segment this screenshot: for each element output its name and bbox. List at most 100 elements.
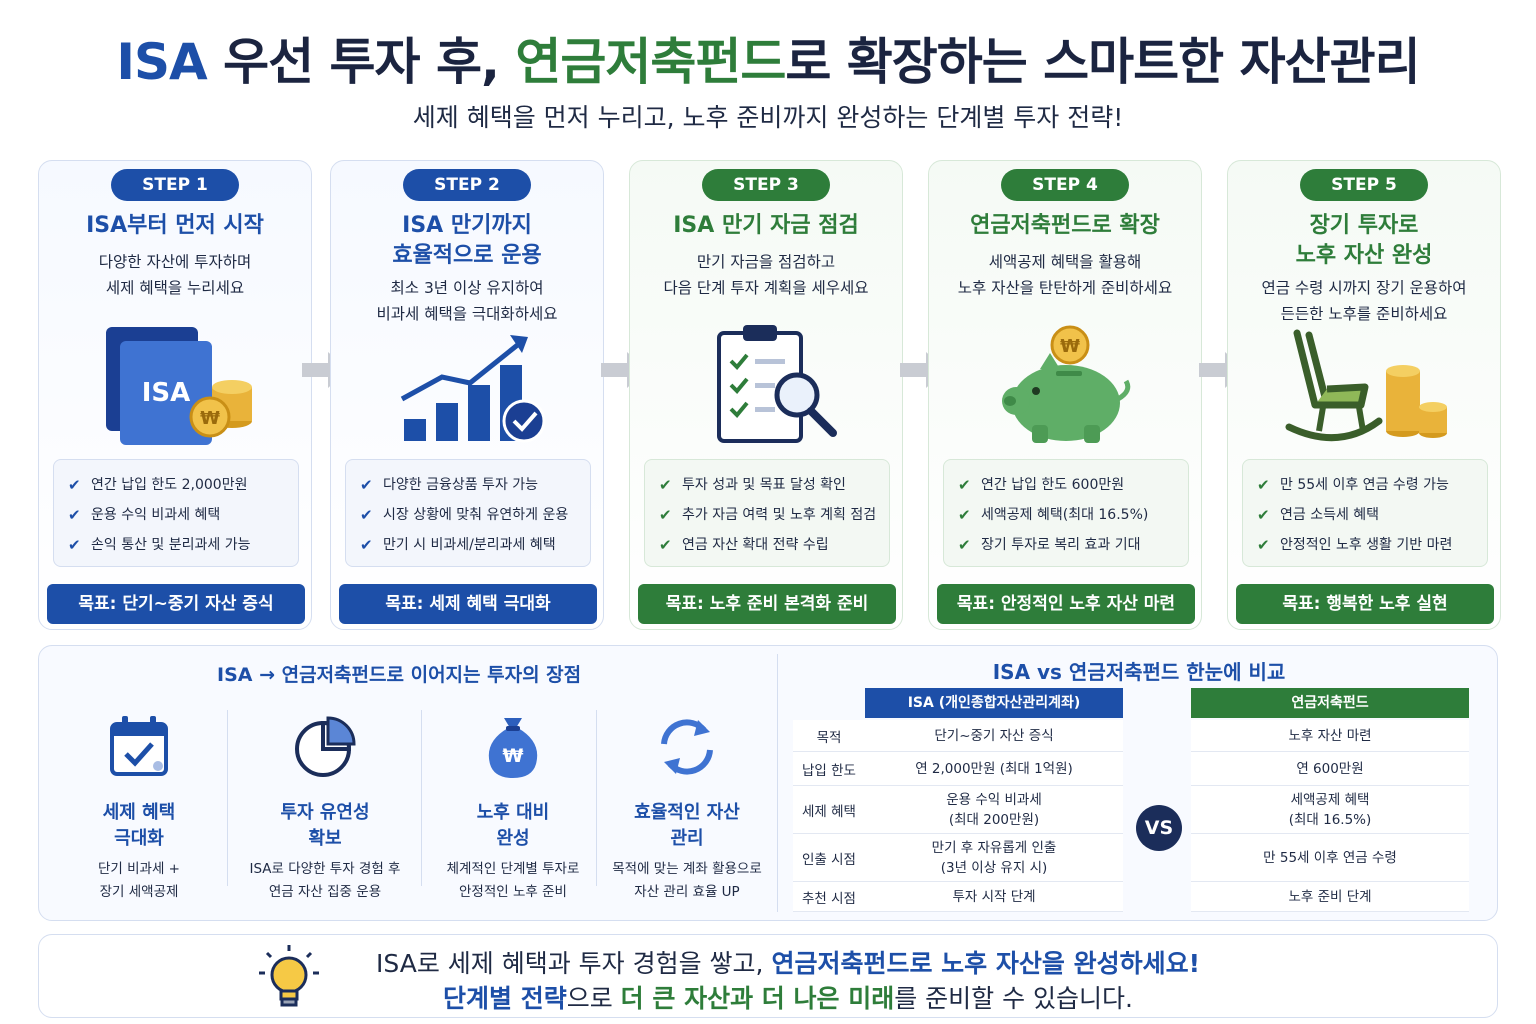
check-list: ✔연간 납입 한도 2,000만원 ✔운용 수익 비과세 혜택 ✔손익 통산 및…: [53, 459, 299, 567]
advantage-description: 단기 비과세 +장기 세액공제: [98, 861, 180, 900]
row-label: 인출 시점: [793, 834, 865, 882]
check-icon: ✔: [1257, 536, 1270, 554]
step-label: STEP 5: [1300, 169, 1428, 201]
step-goal: 목표: 세제 혜택 극대화: [339, 584, 597, 624]
isa-cell: 연 2,000만원 (최대 1억원): [865, 752, 1123, 786]
won-symbol: ₩: [503, 745, 524, 767]
check-icon: ✔: [1257, 506, 1270, 524]
clipboard-magnifier-icon: [717, 325, 837, 443]
check-icon: ✔: [360, 506, 373, 524]
piggy-bank-icon: ₩: [1002, 325, 1131, 443]
check-item: ✔다양한 금융상품 투자 가능: [360, 470, 590, 500]
check-icon: ✔: [68, 476, 81, 494]
calendar-check-icon: [110, 716, 168, 776]
check-item: ✔손익 통산 및 분리과세 가능: [68, 530, 298, 560]
check-item: ✔투자 성과 및 목표 달성 확인: [659, 470, 889, 500]
step-title: ISA부터 먼저 시작: [86, 213, 264, 238]
check-item: ✔연간 납입 한도 600만원: [958, 470, 1188, 500]
pension-cell: 만 55세 이후 연금 수령: [1191, 834, 1469, 882]
pie-chart-icon: [295, 716, 356, 777]
won-coin-symbol: ₩: [1060, 336, 1080, 357]
isa-cell: 운용 수익 비과세(최대 200만원): [865, 786, 1123, 834]
check-icon: ✔: [68, 536, 81, 554]
check-item: ✔만 55세 이후 연금 수령 가능: [1257, 470, 1487, 500]
check-item: ✔안정적인 노후 생활 기반 마련: [1257, 530, 1487, 560]
row-label: 목적: [793, 720, 865, 752]
row-label: 추천 시점: [793, 882, 865, 912]
column-divider: [421, 710, 422, 886]
check-item: ✔연간 납입 한도 2,000만원: [68, 470, 298, 500]
step-goal: 목표: 단기~중기 자산 증식: [47, 584, 305, 624]
check-icon: ✔: [958, 506, 971, 524]
check-icon: ✔: [958, 536, 971, 554]
check-list: ✔연간 납입 한도 600만원 ✔세액공제 혜택(최대 16.5%) ✔장기 투…: [943, 459, 1189, 567]
pension-cell: 노후 자산 마련: [1191, 720, 1469, 752]
step-title: 연금저축펀드로 확장: [970, 213, 1160, 238]
isa-card-text: ISA: [142, 378, 191, 408]
pension-column-header: 연금저축펀드: [1191, 688, 1469, 718]
growth-chart-icon: [400, 335, 546, 443]
check-list: ✔다양한 금융상품 투자 가능 ✔시장 상황에 맞춰 유연하게 운용 ✔만기 시…: [345, 459, 591, 567]
check-item: ✔만기 시 비과세/분리과세 혜택: [360, 530, 590, 560]
vs-badge: VS: [1136, 805, 1182, 851]
check-item: ✔운용 수익 비과세 혜택: [68, 500, 298, 530]
check-item: ✔연금 소득세 혜택: [1257, 500, 1487, 530]
cycle-arrows-icon: [661, 719, 713, 775]
check-icon: ✔: [360, 536, 373, 554]
isa-cell: 단기~중기 자산 증식: [865, 720, 1123, 752]
money-bag-icon: ₩: [488, 718, 538, 778]
isa-column-header: ISA (개인종합자산관리계좌): [865, 688, 1123, 718]
check-icon: ✔: [659, 536, 672, 554]
step-goal: 목표: 행복한 노후 실현: [1236, 584, 1494, 624]
check-icon: ✔: [659, 476, 672, 494]
step-goal: 목표: 안정적인 노후 자산 마련: [937, 584, 1195, 624]
check-icon: ✔: [360, 476, 373, 494]
pension-cell: 노후 준비 단계: [1191, 882, 1469, 912]
column-divider: [227, 710, 228, 886]
footer-banner: ISA로 세제 혜택과 투자 경험을 쌓고, 연금저축펀드로 노후 자산을 완성…: [38, 934, 1498, 1018]
rocking-chair-coins-icon: [1285, 329, 1447, 442]
column-divider: [596, 710, 597, 886]
footer-message-line2: 단계별 전략으로 더 큰 자산과 더 나은 미래를 준비할 수 있습니다.: [443, 984, 1133, 1013]
check-item: ✔연금 자산 확대 전략 수립: [659, 530, 889, 560]
advantages-title: ISA → 연금저축펀드로 이어지는 투자의 장점: [217, 664, 582, 686]
step-label: STEP 1: [111, 169, 239, 201]
pension-cell: 세액공제 혜택(최대 16.5%): [1191, 786, 1469, 834]
panel-divider: [777, 654, 778, 912]
check-list: ✔만 55세 이후 연금 수령 가능 ✔연금 소득세 혜택 ✔안정적인 노후 생…: [1242, 459, 1488, 567]
step-label: STEP 4: [1001, 169, 1129, 201]
won-coin-symbol: ₩: [200, 408, 220, 429]
page-title: ISA 우선 투자 후, 연금저축펀드로 확장하는 스마트한 자산관리: [116, 33, 1420, 91]
step-label: STEP 3: [702, 169, 830, 201]
step-label: STEP 2: [403, 169, 531, 201]
lightbulb-icon: [259, 945, 319, 1007]
check-icon: ✔: [68, 506, 81, 524]
check-icon: ✔: [958, 476, 971, 494]
footer-message-line1: ISA로 세제 혜택과 투자 경험을 쌓고, 연금저축펀드로 노후 자산을 완성…: [376, 949, 1200, 978]
isa-card-coins-icon: ISA ₩: [106, 327, 252, 445]
step-title: ISA 만기 자금 점검: [673, 213, 859, 238]
pension-cell: 연 600만원: [1191, 752, 1469, 786]
check-list: ✔투자 성과 및 목표 달성 확인 ✔추가 자금 여력 및 노후 계획 점검 ✔…: [644, 459, 890, 567]
comparison-title: ISA vs 연금저축펀드 한눈에 비교: [992, 660, 1286, 684]
